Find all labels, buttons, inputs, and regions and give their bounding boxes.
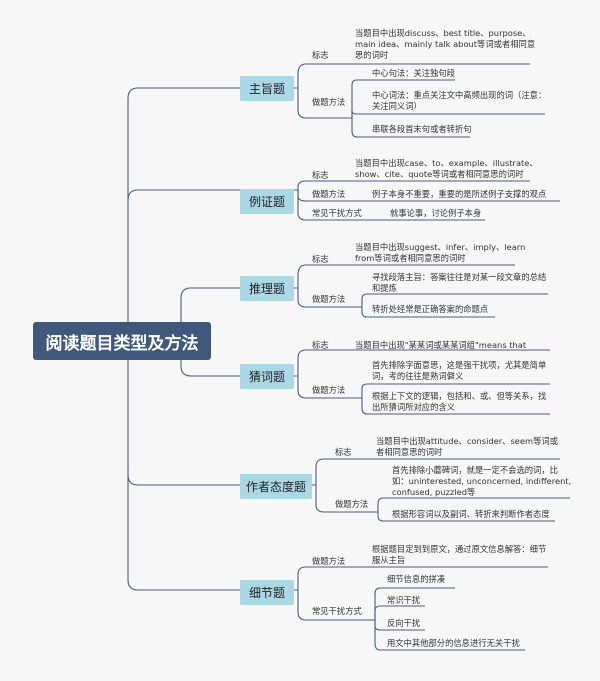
main-idea-method-label: 做题方法 — [312, 97, 346, 107]
guess-method-2: 根据上下文的逻辑，包括和、或、但等关系，找 出所猜词所对应的含义 — [372, 391, 547, 412]
detail-trap-4: 用文中其他部分的信息进行无关干扰 — [387, 638, 520, 648]
example-sign-label: 标志 — [312, 170, 329, 180]
topic-example[interactable]: 例证题 — [240, 189, 294, 214]
detail-method-text: 根据题目定到到原文，通过原文信息解答：细节 服从主旨 — [372, 544, 547, 565]
topic-author-attitude[interactable]: 作者态度题 — [240, 474, 312, 499]
main-idea-method-3: 串联各段首末句或者转折句 — [372, 124, 472, 134]
topic-detail[interactable]: 细节题 — [240, 580, 294, 605]
detail-trap-label: 常见干扰方式 — [312, 606, 362, 616]
root-node[interactable]: 阅读题目类型及方法 — [33, 322, 211, 360]
topic-guess-word[interactable]: 猜词题 — [240, 364, 294, 389]
detail-trap-3: 反向干扰 — [387, 618, 421, 628]
detail-trap-1: 细节信息的拼凑 — [387, 574, 446, 584]
attitude-method-label: 做题方法 — [335, 499, 369, 509]
inference-sign-text: 当题目中出现suggest、infer、imply、learn from等词或者… — [355, 242, 526, 263]
guess-sign-text: 当题目中出现"某某词或某某词组"means that — [355, 340, 527, 350]
example-method-text: 例子本身不重要，重要的是所述例子支撑的观点 — [372, 189, 547, 199]
topic-inference[interactable]: 推理题 — [240, 276, 294, 301]
example-sign-text: 当题目中出现case、to、example、illustrate、 show、c… — [355, 158, 538, 179]
guess-sign-label: 标志 — [312, 340, 329, 350]
main-idea-method-1: 中心句法：关注独句段 — [372, 68, 455, 78]
example-method-label: 做题方法 — [312, 189, 346, 199]
main-idea-sign-text: 当题目中出现discuss、best title、purpose、 main i… — [355, 28, 536, 60]
detail-method-label: 做题方法 — [312, 556, 346, 566]
attitude-method-1: 首先排除小蘑碑词，就是一定不会选的词，比 如：uninterested, unc… — [392, 465, 572, 497]
detail-trap-2: 常识干扰 — [387, 595, 421, 605]
inference-method-label: 做题方法 — [312, 294, 346, 304]
inference-sign-label: 标志 — [312, 254, 329, 264]
topic-main-idea[interactable]: 主旨题 — [240, 76, 294, 101]
attitude-method-2: 根据形容词以及副词、转折来判断作者态度 — [392, 509, 550, 519]
inference-method-1: 寻找段落主旨：答案往往是对某一段文章的总结 和提炼 — [372, 272, 547, 293]
main-idea-method-2: 中心词法：重点关注文中高频出现的词（注意： 关注同义词） — [372, 90, 547, 111]
attitude-sign-label: 标志 — [335, 447, 352, 457]
guess-method-label: 做题方法 — [312, 385, 346, 395]
guess-method-1: 首先排除字面意思，这是强干扰项，尤其是简单 词，考的往往是熟词僻义 — [372, 360, 547, 381]
inference-method-2: 转折处经常是正确答案的命题点 — [372, 304, 489, 314]
main-idea-sign-label: 标志 — [312, 50, 329, 60]
example-trap-label: 常见干扰方式 — [312, 208, 362, 218]
attitude-sign-text: 当题目中出现attitude、consider、seem等词或 者相同意思的词时 — [376, 436, 558, 457]
example-trap-text: 就事论事，讨论例子本身 — [390, 208, 482, 218]
